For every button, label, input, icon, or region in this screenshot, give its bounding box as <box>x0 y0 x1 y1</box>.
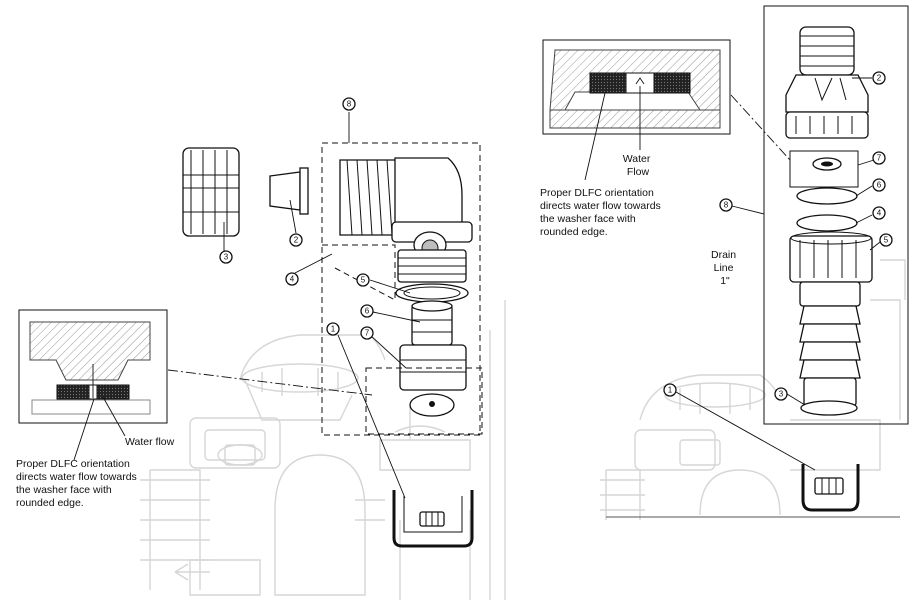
left-threaded-collar <box>397 249 467 283</box>
svg-text:3: 3 <box>779 390 784 399</box>
left-inset <box>18 309 168 461</box>
right-callout-7: 7 <box>872 151 886 165</box>
right-callout-8: 8 <box>719 198 733 212</box>
svg-text:8: 8 <box>724 201 729 210</box>
left-callout-2: 2 <box>289 233 303 247</box>
svg-text:2: 2 <box>877 74 882 83</box>
right-valve-body-ghost <box>600 259 906 520</box>
right-callout-6: 6 <box>872 178 886 192</box>
left-callout-8: 8 <box>342 97 356 111</box>
left-part-2-insert <box>269 167 309 215</box>
right-part-8-box <box>763 5 909 425</box>
right-water-flow-label: Water Flow <box>623 153 654 178</box>
left-diagram: Water flow Proper DLFC orientation direc… <box>16 97 506 600</box>
right-callout-2: 2 <box>872 71 886 85</box>
right-drain-line-label: Drain Line 1" <box>711 249 739 287</box>
left-part-4-elbow <box>339 157 473 259</box>
left-part-6-housing <box>411 300 453 346</box>
svg-text:6: 6 <box>877 181 882 190</box>
right-barbed-tube <box>799 281 861 407</box>
svg-text:8: 8 <box>347 100 352 109</box>
left-callout-6: 6 <box>360 304 374 318</box>
svg-text:4: 4 <box>877 209 882 218</box>
left-callout-5: 5 <box>356 273 370 287</box>
right-callout-3: 3 <box>774 387 788 401</box>
left-callout-7: 7 <box>360 326 374 340</box>
right-part-7-washer <box>789 150 859 188</box>
right-callout-1: 1 <box>663 383 677 397</box>
right-dlfc-note: Proper DLFC orientation directs water fl… <box>540 187 664 238</box>
right-part-5-nut <box>789 231 873 283</box>
svg-text:5: 5 <box>884 236 889 245</box>
left-part-1-clip <box>392 490 474 548</box>
right-callout-4: 4 <box>872 206 886 220</box>
left-part-5-oring <box>395 283 469 303</box>
svg-text:5: 5 <box>361 276 366 285</box>
right-part-4-oring <box>796 214 858 232</box>
right-part-3-oring <box>800 400 858 416</box>
left-part-3-nut <box>182 147 240 237</box>
left-callout-4: 4 <box>285 272 299 286</box>
svg-text:7: 7 <box>877 154 882 163</box>
left-callout-3: 3 <box>219 250 233 264</box>
right-part-1-clip <box>801 464 860 512</box>
svg-text:2: 2 <box>294 236 299 245</box>
svg-text:3: 3 <box>224 253 229 262</box>
right-callout-5: 5 <box>879 233 893 247</box>
right-diagram: Water Flow Proper DLFC orientation direc… <box>540 5 909 520</box>
svg-text:1: 1 <box>668 386 673 395</box>
svg-text:4: 4 <box>290 275 295 284</box>
right-part-6-oring <box>796 187 858 205</box>
left-water-flow-label: Water flow <box>125 436 175 448</box>
left-part-8-group-box <box>321 142 481 436</box>
left-part-7-dlfc <box>365 344 483 435</box>
svg-text:1: 1 <box>331 325 336 334</box>
left-dlfc-note: Proper DLFC orientation directs water fl… <box>16 458 140 509</box>
svg-text:6: 6 <box>365 307 370 316</box>
left-callout-1: 1 <box>326 322 340 336</box>
right-inset <box>542 39 731 181</box>
svg-text:7: 7 <box>365 329 370 338</box>
right-part-2-fitting <box>785 26 869 139</box>
